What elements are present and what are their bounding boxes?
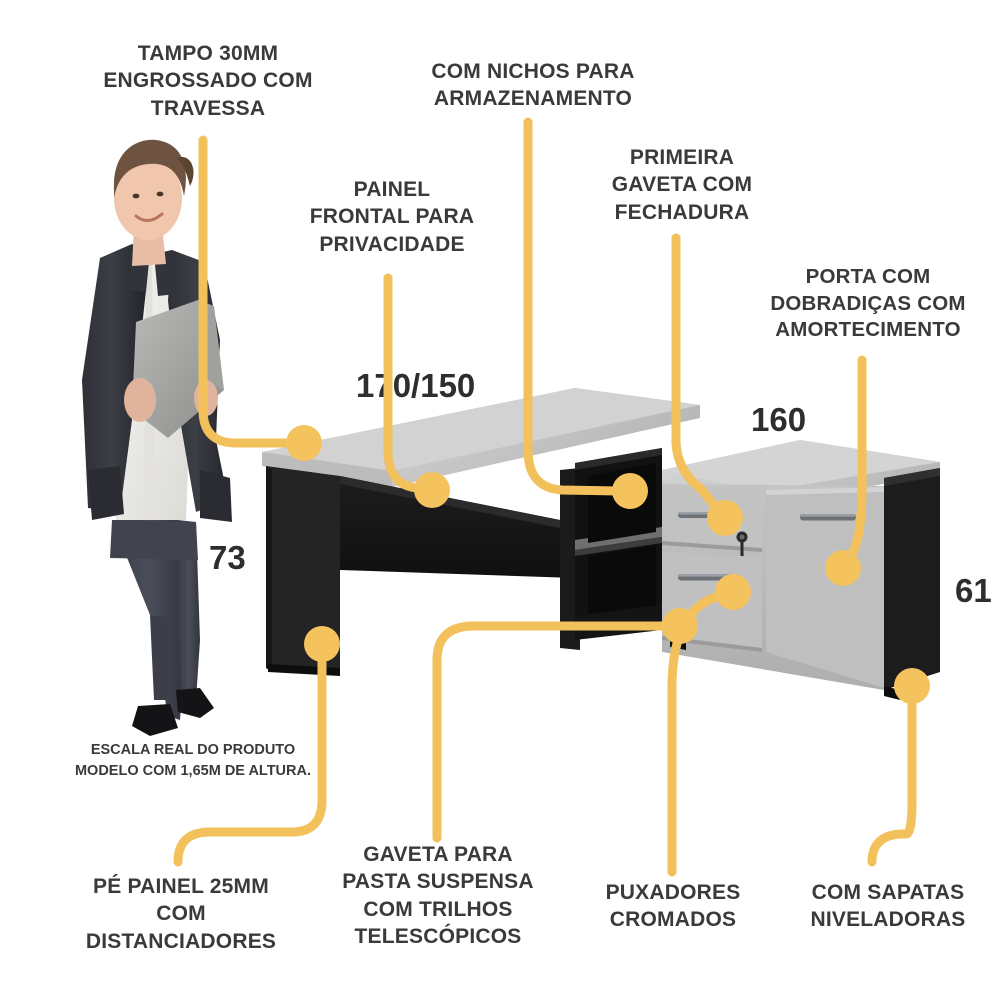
callout-puxadores: PUXADORES CROMADOS	[605, 881, 741, 932]
callout-gaveta-pasta: GAVETA PARA PASTA SUSPENSA COM TRILHOS T…	[342, 843, 534, 948]
credenza-assembly	[662, 440, 940, 700]
dimension-cabinet-height: 61	[955, 572, 992, 609]
dimension-desk-height: 73	[209, 539, 246, 576]
storage-niches	[575, 448, 662, 640]
callout-tampo-30mm: TAMPO 30MM ENGROSSADO COM TRAVESSA	[103, 42, 313, 120]
person-figure	[82, 139, 232, 736]
dimension-cabinet-width: 160	[751, 401, 807, 438]
desk-assembly	[262, 388, 700, 676]
callout-sapatas: COM SAPATAS NIVELADORAS	[810, 881, 966, 932]
callout-pe-painel: PÉ PAINEL 25MM COM DISTANCIADORES	[85, 875, 277, 953]
desk-modesty-panel	[340, 476, 575, 578]
desk-side-panel-left	[266, 466, 340, 676]
callout-nichos: COM NICHOS PARA ARMAZENAMENTO	[431, 60, 635, 111]
callout-porta-dobradicas: PORTA COM DOBRADIÇAS COM AMORTECIMENTO	[770, 265, 966, 342]
drawer-bottom-file	[662, 552, 762, 652]
cabinet-side-panel-right	[884, 468, 940, 690]
callout-painel-frontal: PAINEL FRONTAL PARA PRIVACIDADE	[309, 178, 475, 256]
callout-primeira-gaveta: PRIMEIRA GAVETA COM FECHADURA	[611, 146, 753, 224]
